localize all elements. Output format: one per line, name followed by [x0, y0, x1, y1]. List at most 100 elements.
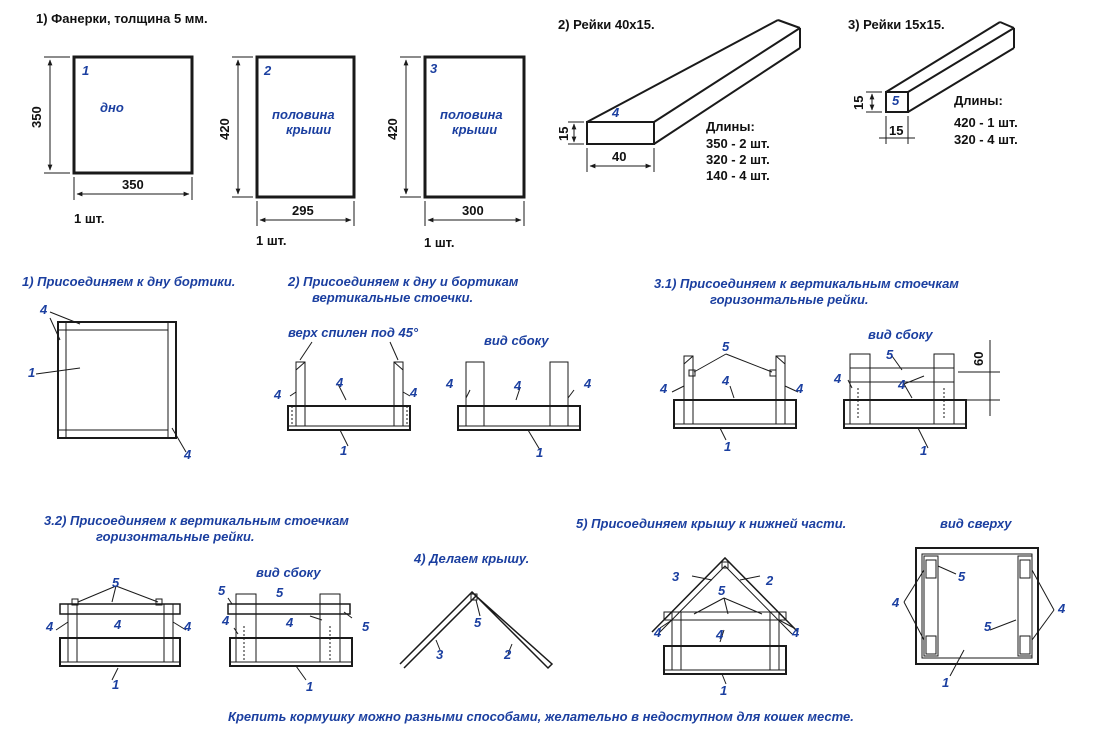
- step2-side-view-label: вид сбоку: [484, 333, 549, 348]
- slat-5-width-label: 15: [889, 123, 904, 138]
- step32-callout-5: 5: [112, 575, 120, 590]
- step32-side-view-label: вид сбоку: [256, 565, 321, 580]
- slat-40x15-drawing: [586, 19, 801, 145]
- panel-2-width-label: 295: [292, 203, 314, 218]
- step31-side-callout-1: 1: [920, 443, 928, 458]
- step32-side-callout-5-right: 5: [362, 619, 370, 634]
- step32-title-line2: горизонтальные рейки.: [96, 529, 255, 544]
- top-view-callout-1: 1: [942, 675, 950, 690]
- step31-title-line2: горизонтальные рейки.: [710, 292, 869, 307]
- step31-dim-label: 60: [971, 351, 986, 366]
- panel-3-qty: 1 шт.: [424, 235, 455, 250]
- step31-side-view-label: вид сбоку: [868, 327, 933, 342]
- step1-callout-1: 1: [28, 365, 36, 380]
- step32-side-callout-5-left: 5: [218, 583, 226, 598]
- slat-5-number: 5: [892, 93, 900, 108]
- step32-title-line1: 3.2) Присоединяем к вертикальным стоечка…: [44, 513, 349, 528]
- step5-callout-3: 3: [672, 569, 680, 584]
- slats-15-heading: 3) Рейки 15х15.: [848, 17, 945, 32]
- top-view: [903, 547, 1055, 677]
- step5-assembly: [651, 556, 799, 685]
- step2-side-callout-4-left: 4: [446, 376, 454, 391]
- step2-side-callout-4-mid: 4: [514, 378, 522, 393]
- step2-title-line1: 2) Присоединяем к дну и бортикам: [288, 274, 519, 289]
- step4-callout-2: 2: [504, 647, 512, 662]
- step31-callout-4-right: 4: [796, 381, 804, 396]
- step2-side-callout-1: 1: [536, 445, 544, 460]
- panel-3-outline: [423, 55, 526, 199]
- panel-3-height-dim: [400, 56, 421, 198]
- step2-callout-4-mid: 4: [336, 375, 344, 390]
- step32-side-view: [227, 593, 353, 681]
- step32-callout-4-mid: 4: [114, 617, 122, 632]
- step31-front-view: [671, 353, 799, 441]
- top-view-callout-5-bottom: 5: [984, 619, 992, 634]
- step1-base-with-sides: [57, 321, 177, 439]
- panel-3-number: 3: [430, 61, 438, 76]
- panel-1-height-label: 350: [29, 106, 44, 128]
- step2-callout-4-left: 4: [274, 387, 282, 402]
- step5-callout-4-right: 4: [792, 625, 800, 640]
- step32-side-callout-5-top: 5: [276, 585, 284, 600]
- panel-1-number: 1: [82, 63, 90, 78]
- step31-callout-5: 5: [722, 339, 730, 354]
- slats-40-heading: 2) Рейки 40х15.: [558, 17, 655, 32]
- step2-callout-1: 1: [340, 443, 348, 458]
- top-view-callout-4-left: 4: [892, 595, 900, 610]
- panel-2-height-dim: [232, 56, 253, 198]
- step5-callout-5: 5: [718, 583, 726, 598]
- panel-1-outline: [72, 55, 194, 175]
- step31-side-view: [843, 340, 1000, 449]
- panel-1-height-dim: [44, 56, 70, 174]
- step2-callout-4-right: 4: [410, 385, 418, 400]
- footer-note: Крепить кормушку можно разными способами…: [228, 709, 854, 724]
- step1-callout-4-bottom: 4: [184, 447, 192, 462]
- slat-4-length-1: 350 - 2 шт.: [706, 136, 770, 151]
- step31-title-line1: 3.1) Присоединяем к вертикальным стоечка…: [654, 276, 959, 291]
- slat-15x15-drawing: [885, 21, 1015, 113]
- panel-2-width-dim: [256, 201, 355, 226]
- slat-5-length-2: 320 - 4 шт.: [954, 132, 1018, 147]
- step32-callout-4-right: 4: [184, 619, 192, 634]
- panel-3-width-dim: [424, 201, 525, 226]
- step4-title: 4) Делаем крышу.: [414, 551, 530, 566]
- step32-side-callout-4-left: 4: [222, 613, 230, 628]
- step1-title: 1) Присоединяем к дну бортики.: [22, 274, 236, 289]
- top-view-callout-4-right: 4: [1058, 601, 1066, 616]
- top-view-title: вид сверху: [940, 516, 1012, 531]
- step31-callout-4-left: 4: [660, 381, 668, 396]
- top-view-callout-5-top: 5: [958, 569, 966, 584]
- step32-side-callout-4-mid: 4: [286, 615, 294, 630]
- panel-3-height-label: 420: [385, 118, 400, 140]
- step31-callout-4-mid: 4: [722, 373, 730, 388]
- step32-callout-4-left: 4: [46, 619, 54, 634]
- panel-2-label-line1: половина: [272, 107, 335, 122]
- panel-2-number: 2: [264, 63, 272, 78]
- step4-roof: [399, 590, 554, 670]
- slat-5-lengths-title: Длины:: [954, 93, 1003, 108]
- slat-4-height-label: 15: [556, 126, 571, 141]
- step5-title: 5) Присоединяем крышу к нижней части.: [576, 516, 847, 531]
- slat-4-length-3: 140 - 4 шт.: [706, 168, 770, 183]
- step32-side-callout-1: 1: [306, 679, 314, 694]
- slat-4-lengths-title: Длины:: [706, 119, 755, 134]
- panel-3-label-line1: половина: [440, 107, 503, 122]
- plywood-heading: 1) Фанерки, толщина 5 мм.: [36, 11, 208, 26]
- step31-side-callout-5: 5: [886, 347, 894, 362]
- step2-front-view: [287, 341, 411, 447]
- step5-callout-4-left: 4: [654, 625, 662, 640]
- step31-side-callout-4-left: 4: [834, 371, 842, 386]
- panel-1-width-dim: [73, 177, 193, 200]
- step1-callout-4-top: 4: [40, 302, 48, 317]
- step5-callout-1: 1: [720, 683, 728, 698]
- slat-4-number: 4: [612, 105, 620, 120]
- step2-title-line2: вертикальные стоечки.: [312, 290, 474, 305]
- step32-front-view: [55, 585, 187, 681]
- panel-2-height-label: 420: [217, 118, 232, 140]
- slat-15x15-dims: [866, 91, 915, 144]
- panel-3-width-label: 300: [462, 203, 484, 218]
- step2-note: верх спилен под 45°: [288, 325, 419, 340]
- step4-callout-3: 3: [436, 647, 444, 662]
